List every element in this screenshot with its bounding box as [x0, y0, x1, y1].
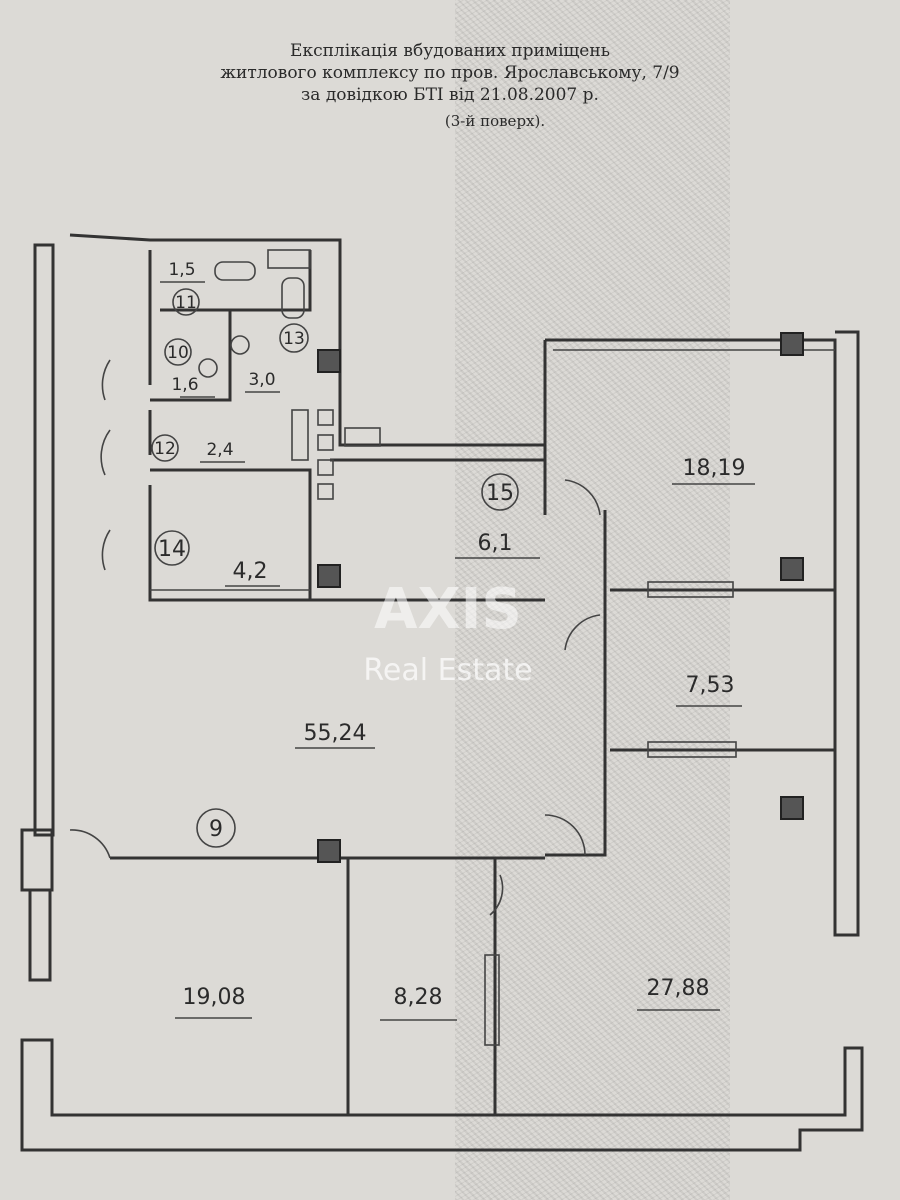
room-area: 6,1 [478, 531, 513, 556]
room-12: 12 2,4 [151, 434, 234, 462]
room-number: 10 [167, 343, 189, 363]
room-area-8-28: 8,28 [394, 985, 443, 1010]
title-line-1: Експлікація вбудованих приміщень [290, 41, 610, 61]
title-line-2: житлового комплексу по пров. Ярославсько… [220, 63, 680, 83]
watermark-tagline: Real Estate [363, 653, 532, 688]
room-area: 55,24 [304, 721, 367, 746]
title-line-3: за довідкою БТІ від 21.08.2007 р. [301, 85, 599, 105]
room-number: 12 [154, 439, 176, 459]
room-13: 13 3,0 [248, 323, 309, 390]
room-labels: 1,5 11 10 1,6 13 3,0 12 2,4 14 4,2 15 6,… [151, 260, 755, 1021]
room-11: 1,5 11 [168, 260, 200, 316]
room-10: 10 1,6 [164, 338, 199, 395]
room-area: 3,0 [248, 370, 275, 390]
fixtures [198, 249, 381, 500]
room-area-19-08: 19,08 [183, 985, 246, 1010]
watermark: AXIS Real Estate [363, 577, 532, 688]
room-14: 14 4,2 [154, 530, 268, 584]
room-area-18-19: 18,19 [683, 456, 746, 481]
title-line-4: (3-й поверх). [444, 112, 546, 130]
room-15: 15 6,1 [478, 473, 519, 556]
room-number: 14 [158, 537, 186, 562]
room-9: 55,24 9 [196, 721, 367, 848]
room-area: 1,5 [168, 260, 195, 280]
room-area: 2,4 [206, 440, 233, 460]
room-number: 13 [283, 329, 305, 349]
room-number: 15 [486, 481, 514, 506]
room-number: 9 [209, 817, 223, 842]
room-area-7-53: 7,53 [686, 673, 735, 698]
columns [317, 332, 804, 863]
walls [20, 233, 864, 1152]
watermark-brand: AXIS [374, 577, 522, 642]
room-area: 1,6 [171, 375, 198, 395]
room-number: 11 [175, 293, 197, 313]
room-area-27-88: 27,88 [647, 976, 710, 1001]
room-area: 4,2 [233, 559, 268, 584]
